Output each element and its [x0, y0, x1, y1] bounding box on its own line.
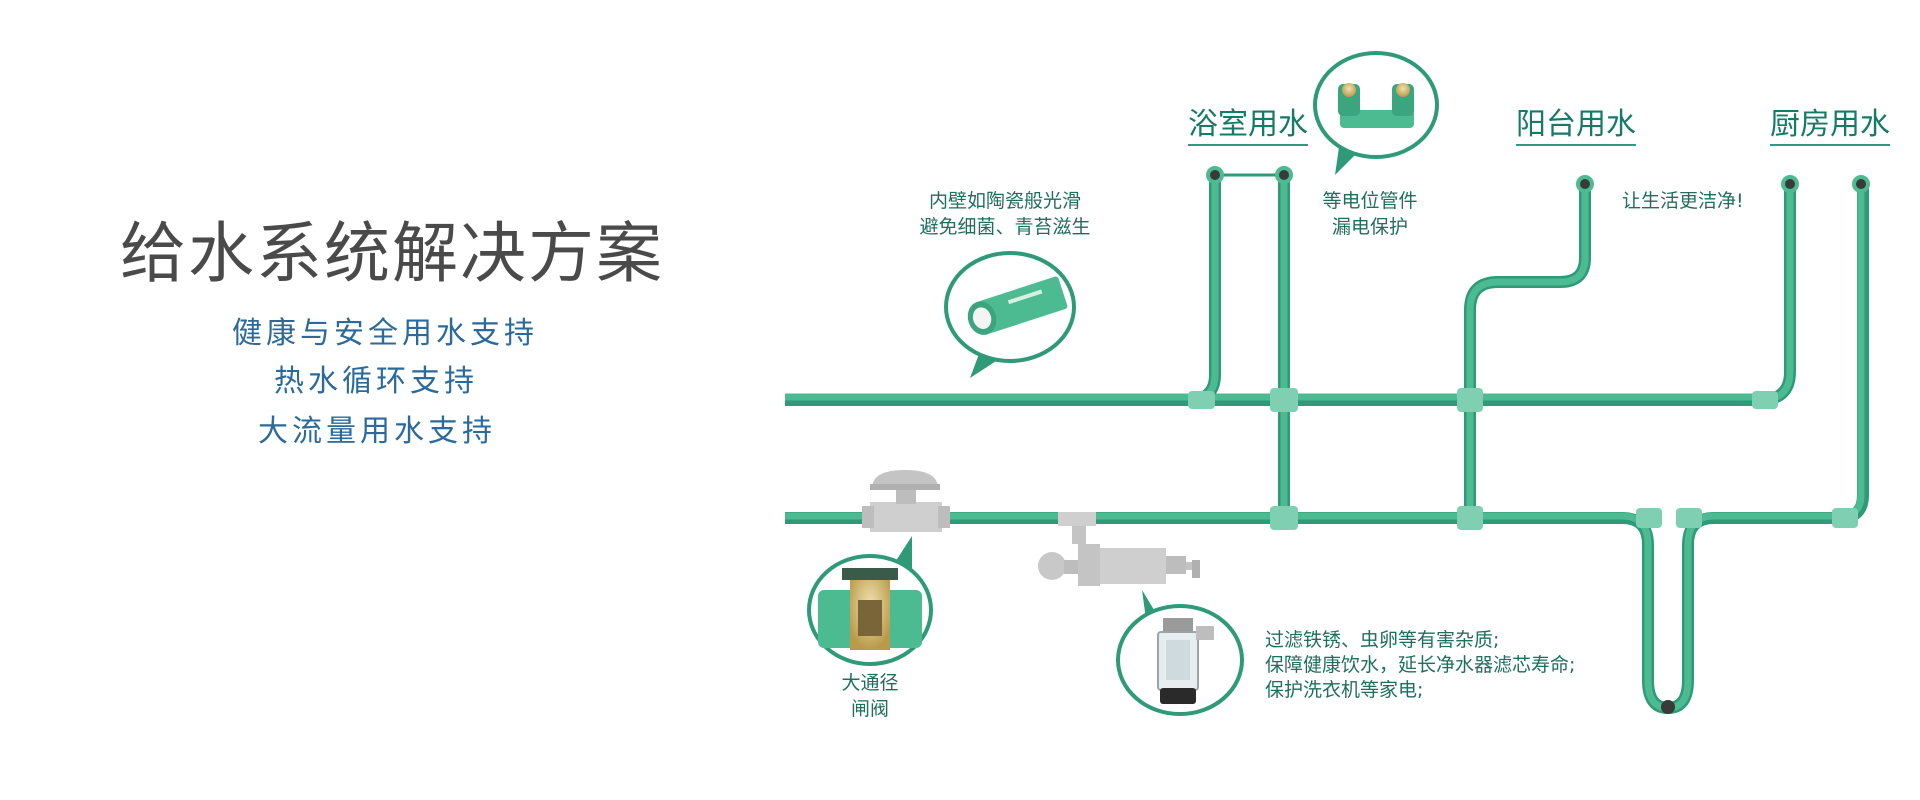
balcony-riser [1464, 185, 1591, 520]
filter-callout [1116, 590, 1244, 716]
equipotential-fitting-callout [1313, 51, 1439, 175]
note-gate-valve: 大通径 闸阀 [820, 670, 920, 722]
pipe-fittings [1188, 388, 1858, 530]
note-inner-wall-line-1: 内壁如陶瓷般光滑 [928, 190, 1081, 212]
note-equipotential: 等电位管件 漏电保护 [1320, 188, 1420, 240]
note-inner-wall-line-2: 避免细菌、青苔滋生 [919, 216, 1091, 238]
pipe-section-callout [944, 251, 1076, 378]
note-filter-line-2: 保障健康饮水，延长净水器滤芯寿命; [1265, 654, 1576, 676]
note-cleaner-life: 让生活更洁净! [1622, 190, 1744, 212]
note-inner-wall: 内壁如陶瓷般光滑 避免细菌、青苔滋生 [905, 188, 1105, 240]
feature-hot-water-circulation: 热水循环支持 [274, 364, 478, 399]
pipe-filter-icon [1038, 512, 1200, 586]
page-title: 给水系统解决方案 [120, 215, 664, 292]
note-filter-line-1: 过滤铁锈、虫卵等有害杂质; [1265, 629, 1500, 651]
gate-valve-callout [807, 536, 933, 666]
gate-valve-icon [862, 470, 950, 532]
kitchen-riser-1 [1759, 185, 1796, 406]
label-bathroom-water: 浴室用水 [1188, 108, 1308, 146]
feature-high-flow: 大流量用水支持 [258, 414, 496, 449]
note-gate-valve-line-1: 大通径 [841, 672, 899, 694]
feature-health-safety: 健康与安全用水支持 [232, 316, 538, 351]
note-equipotential-line-1: 等电位管件 [1322, 190, 1418, 212]
outlet-caps [1206, 166, 1870, 714]
label-kitchen-water: 厨房用水 [1770, 108, 1890, 146]
note-equipotential-line-2: 漏电保护 [1331, 216, 1408, 238]
label-balcony-water: 阳台用水 [1516, 108, 1636, 146]
note-gate-valve-line-2: 闸阀 [850, 698, 889, 720]
note-filter-line-3: 保护洗衣机等家电; [1265, 679, 1424, 701]
bathroom-riser-left [1187, 175, 1221, 406]
note-filter: 过滤铁锈、虫卵等有害杂质; 保障健康饮水，延长净水器滤芯寿命; 保护洗衣机等家电… [1265, 628, 1575, 703]
